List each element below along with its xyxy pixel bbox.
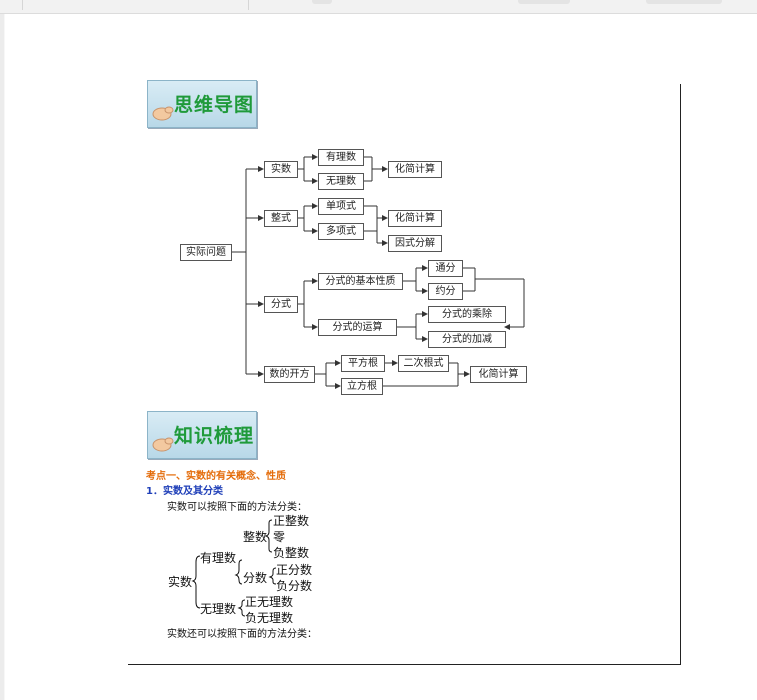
toolbar-button[interactable] [312,0,332,4]
brace-youlishu [234,559,243,585]
node-wulishu: 无理数 [318,173,364,190]
cls-fufenshu: 负分数 [276,579,313,593]
cls-fuwulishu: 负无理数 [245,611,294,625]
cls-youlishu: 有理数 [200,551,237,565]
page-border [128,84,681,665]
brace-shishu [191,555,201,609]
toolbar-segment[interactable] [0,0,23,10]
left-gutter [0,14,4,700]
node-lifanggen: 立方根 [341,378,383,395]
node-duoxiangshi: 多项式 [318,223,364,240]
node-shishu: 实数 [264,161,298,178]
mindmap-header-text: 思维导图 [174,94,255,116]
node-tongfen: 通分 [428,260,463,277]
node-root: 实际问题 [180,244,232,261]
cls-zhengfenshu: 正分数 [276,563,313,577]
cls-shishu: 实数 [168,575,193,589]
node-huajian-1: 化简计算 [388,161,442,178]
node-yinshi: 因式分解 [388,235,442,252]
subsection-title: 1．实数及其分类 [146,486,223,497]
toolbar-button[interactable] [518,0,570,4]
node-erci: 二次根式 [398,355,449,372]
toolbar-button[interactable] [646,0,722,4]
node-yuefen: 约分 [428,283,463,300]
paragraph-line-2: 实数还可以按照下面的方法分类： [167,629,317,640]
node-huajian-3: 化简计算 [470,366,527,383]
cls-fenshu: 分数 [243,571,268,585]
paragraph-line-1: 实数可以按照下面的方法分类： [167,502,307,513]
node-fenshi-jiben: 分式的基本性质 [318,273,403,290]
node-fenshi: 分式 [264,296,298,313]
brace-fenshu [268,567,277,585]
knowledge-header-image: 知识梳理 [147,411,257,459]
node-zhengshi: 整式 [264,210,298,227]
cls-wulishu: 无理数 [200,602,237,616]
mindmap-header-image: 思维导图 [147,80,257,128]
cls-ling: 零 [273,530,286,544]
hand-icon [152,106,174,121]
node-kaifang: 数的开方 [264,366,315,383]
brace-zhengshu [264,519,273,553]
toolbar-segment[interactable] [22,0,249,10]
cls-zhengshu: 整数 [243,530,268,544]
knowledge-header-text: 知识梳理 [174,425,255,447]
node-pingfanggen: 平方根 [341,355,385,372]
brace-wulishu [237,599,246,617]
node-chengchu: 分式的乘除 [428,306,506,323]
viewer-toolbar [0,0,757,14]
node-jiajian: 分式的加减 [428,331,506,348]
section-title: 考点一、实数的有关概念、性质 [146,471,286,482]
cls-fuzhengshu: 负整数 [273,546,310,560]
node-fenshi-yunsuan: 分式的运算 [318,319,397,336]
node-danxiangshi: 单项式 [318,198,364,215]
node-youlishu: 有理数 [318,149,364,166]
hand-icon [152,437,174,452]
node-huajian-2: 化简计算 [388,210,442,227]
cls-zhengzhengshu: 正整数 [273,514,310,528]
cls-zhengwulishu: 正无理数 [245,595,294,609]
